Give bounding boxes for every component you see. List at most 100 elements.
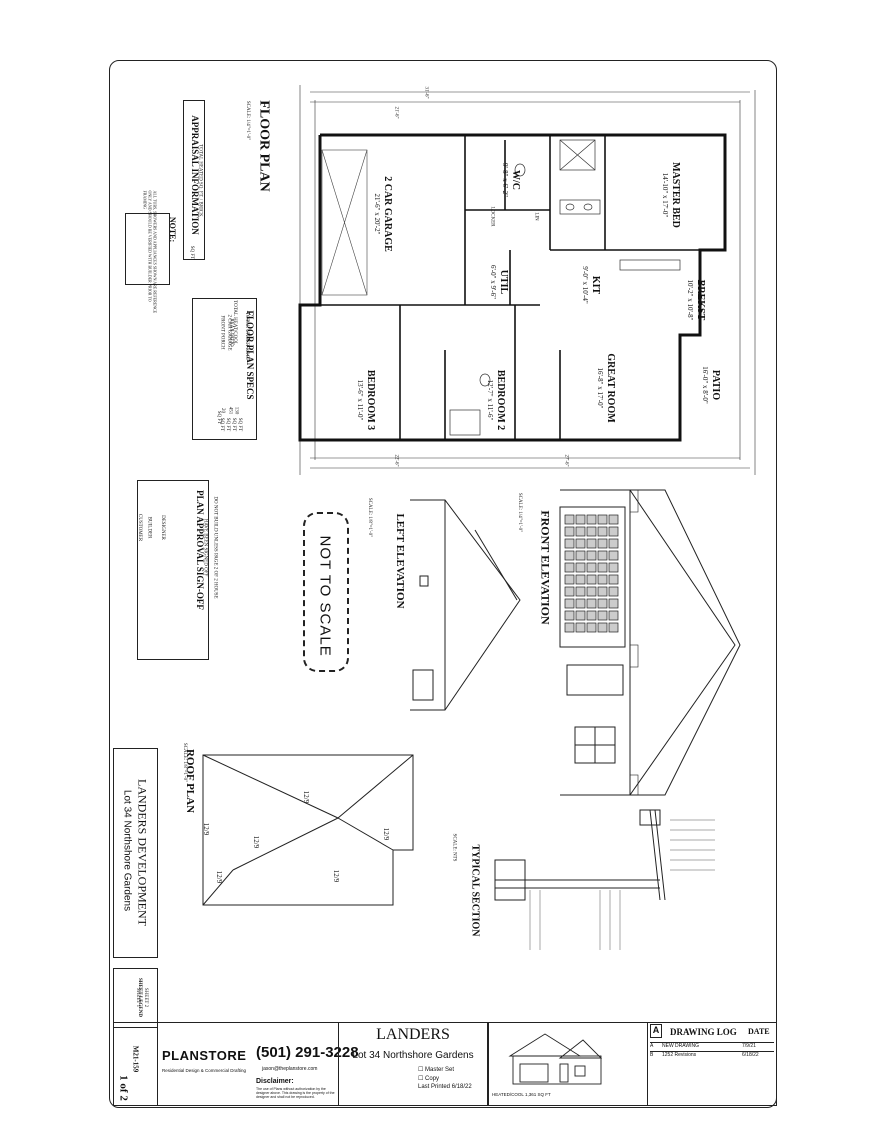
drawing-log-entry: B 1252 Revisions 6/18/22: [650, 1051, 774, 1058]
room-util-name: UTIL: [498, 269, 509, 295]
room-master-bed: MASTER BED 14'-10" x 17'-0": [660, 145, 681, 245]
project-lot: Lot 34 Northshore Gardens: [121, 789, 133, 912]
sheet-legend-box: [113, 968, 158, 1028]
roof-pitch: 12/9: [382, 827, 391, 841]
room-wic-size: 9'-8" x 6'-2": [501, 163, 509, 197]
plan-number: M21-159: [131, 1045, 140, 1073]
room-brekst-name: BREKST: [695, 279, 706, 321]
project-label-box: [113, 748, 158, 958]
appraisal-box: [183, 100, 205, 260]
dim-top-1: 21'-6": [393, 106, 399, 119]
room-wic-name: W/C: [510, 170, 521, 190]
company-email: jason@theplanstore.com: [262, 1066, 318, 1072]
project-name-lot: Lot 34 Northshore Gardens: [352, 1050, 474, 1061]
last-printed: Last Printed 6/18/22: [418, 1084, 472, 1090]
room-bedroom-2-size: 12'-7" x 11'-6": [486, 379, 494, 421]
copy-option[interactable]: ☐ Copy: [418, 1076, 440, 1082]
roof-pitch: 12/9: [302, 790, 311, 804]
specs-row-label: FRONT PORCH: [219, 315, 225, 350]
floor-plan-drawing: [298, 85, 756, 475]
project-name-box: [338, 1022, 488, 1106]
approval-line1: DO NOT BUILD UNLESS PAGE 2 OF 2 HOUSE: [212, 496, 218, 599]
roof-pitch: 12/9: [252, 835, 261, 849]
room-brekst-size: 10'-2" x 10'-8": [686, 279, 694, 321]
roof-pitch: 12/9: [202, 822, 211, 836]
typical-section-title: TYPICAL SECTION: [469, 844, 481, 937]
approval-field[interactable]: CUSTOMER: [137, 513, 143, 542]
room-wic: W/C 9'-8" x 6'-2": [500, 150, 521, 210]
roof-plan-scale: SCALE: 1/8"=1'-0": [182, 742, 188, 783]
floor-plan-title: FLOOR PLAN: [256, 100, 272, 192]
log-rev: A: [650, 1043, 654, 1049]
approval-box: [137, 480, 209, 660]
room-great-room-name: GREAT ROOM: [605, 353, 616, 423]
room-patio: PATIO 16'-0" x 8'-0": [700, 345, 721, 425]
specs-row-value: 130: [233, 406, 239, 415]
master-set-option[interactable]: ☐ Master Set: [418, 1067, 455, 1073]
log-desc: 1252 Revisions: [662, 1052, 697, 1058]
appraisal-line: TOTAL HEATED SQ. FT. / BRICK: [197, 144, 203, 217]
approval-field[interactable]: DESIGNER: [159, 515, 165, 540]
not-to-scale-stamp: [303, 512, 349, 672]
specs-row-unit: SQ FT: [237, 417, 243, 432]
room-bedroom-3-size: 13'-6" x 11'-0": [356, 379, 364, 421]
room-bedroom-2-name: BEDROOM 2: [495, 369, 506, 431]
room-kit-size: 9'-0" x 10'-4": [581, 266, 589, 304]
log-date: 6/18/22: [742, 1052, 759, 1058]
typical-section-drawing: [494, 809, 715, 950]
house-thumbnail: [508, 1033, 603, 1085]
dim-bottom-1: 22'-6": [393, 454, 399, 467]
specs-row-unit: SQ FT: [225, 417, 231, 432]
dim-bottom-2: 27'-6": [563, 454, 569, 467]
plan-number-box: [113, 1022, 158, 1106]
note-title: NOTE:: [168, 216, 178, 243]
project-developer: LANDERS DEVELOPMENT: [135, 779, 150, 926]
last-printed-label: Last Printed: [418, 1084, 451, 1090]
room-master-bed-size: 14'-10" x 17'-0": [661, 172, 669, 218]
left-elevation-title: LEFT ELEVATION: [394, 513, 406, 609]
sheet-legend-sheet1: SHEET 1: [135, 987, 141, 1008]
room-bedroom-3: BEDROOM 3 13'-6" x 11'-0": [355, 355, 376, 445]
disclaimer-text: The use of Plans without authorization b…: [256, 1087, 335, 1099]
room-garage-name: 2 CAR GARAGE: [382, 176, 393, 252]
house-thumbnail-box: [488, 1022, 648, 1106]
room-bedroom-3-name: BEDROOM 3: [365, 369, 376, 431]
roof-pitch: 12/9: [332, 869, 341, 883]
company-block: PLANSTORE Residential Design & Commercia…: [160, 1028, 250, 1103]
room-patio-name: PATIO: [710, 369, 721, 401]
project-name: LANDERS: [376, 1026, 450, 1043]
copy-label: Copy: [425, 1076, 440, 1082]
specs-row-unit: SQ FT: [231, 417, 237, 432]
room-garage-size: 21'-6" x 20'-2": [373, 193, 381, 235]
room-kit-name: KIT: [590, 275, 601, 295]
room-kit: KIT 9'-0" x 10'-4": [580, 250, 601, 320]
room-util: UTIL 6'-0" x 9'-6": [488, 254, 509, 310]
specs-row-label: TOTAL UNDER ROOF: [243, 312, 249, 361]
not-to-scale-text: NOT TO SCALE: [316, 535, 334, 657]
drawing-log-entry: A NEW DRAWING 7/9/21: [650, 1042, 774, 1049]
log-rev: B: [650, 1052, 654, 1058]
left-elevation-scale: SCALE: 1/8"=1'-0": [367, 497, 373, 538]
log-date: 7/9/21: [742, 1043, 756, 1049]
roof-plan-drawing: [202, 754, 414, 906]
log-desc: NEW DRAWING: [662, 1043, 700, 1049]
room-util-size: 6'-0" x 9'-6": [489, 265, 497, 299]
room-patio-size: 16'-0" x 8'-0": [701, 366, 709, 404]
room-great-room: GREAT ROOM 16'-8" x 17'-0": [595, 343, 616, 433]
typical-section-scale: SCALE: NTS: [451, 833, 457, 862]
left-elevation-drawing: [410, 499, 521, 711]
approval-field[interactable]: BUILDER: [146, 516, 152, 539]
drawing-log-rev: A: [650, 1024, 662, 1038]
room-garage: 2 CAR GARAGE 21'-6" x 20'-2": [372, 154, 393, 274]
room-locker: LOCKER: [489, 206, 495, 227]
approval-line2: HAVE BEEN SIGNED OFF: [202, 518, 208, 577]
company-tagline: Residential Design & Commercial Drafting: [162, 1068, 247, 1073]
sheet-legend-sheet2: SHEET 2: [143, 987, 149, 1008]
drawing-sheet: [109, 60, 777, 1108]
specs-box: [192, 298, 257, 440]
company-phone: (501) 291-3228: [256, 1044, 359, 1061]
specs-row-label: REAR PATIO: [228, 318, 234, 347]
last-printed-date: 6/18/22: [451, 1084, 472, 1090]
appraisal-sqft: SQ FT: [189, 245, 195, 260]
specs-row-value: 451: [227, 406, 233, 415]
